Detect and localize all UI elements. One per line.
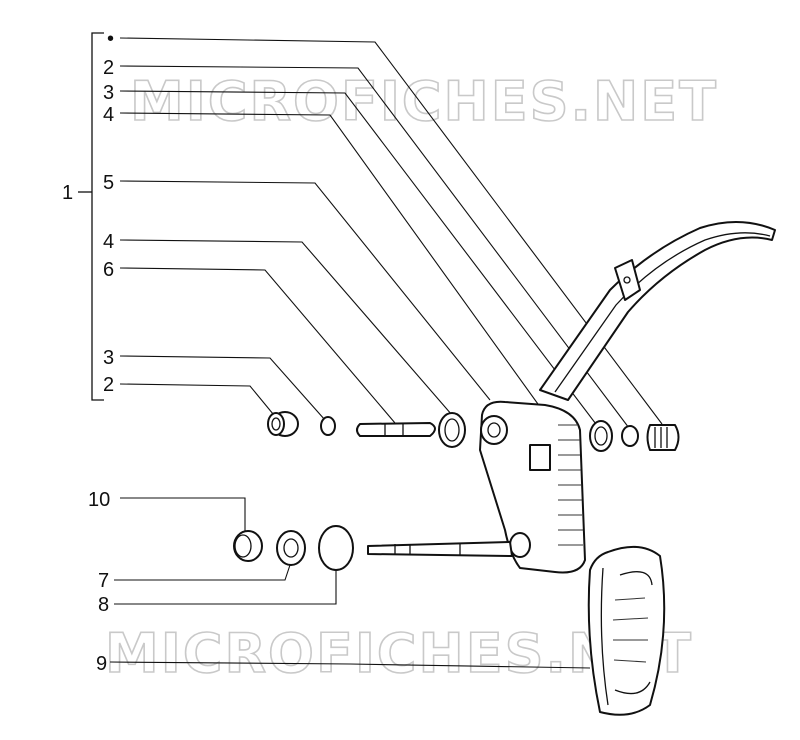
callout-2-low: 2 bbox=[103, 374, 114, 396]
part-axle bbox=[367, 541, 513, 557]
leader-10 bbox=[120, 497, 246, 540]
callout-3-low: 3 bbox=[103, 347, 114, 369]
part-brake-drum bbox=[587, 545, 666, 716]
leader-bullet bbox=[119, 37, 663, 425]
leader-2-top bbox=[119, 65, 633, 433]
callout-4-top: 4 bbox=[103, 104, 114, 126]
group-bracket bbox=[78, 32, 104, 401]
callout-4-mid: 4 bbox=[103, 231, 114, 253]
part-needle-bearing bbox=[646, 424, 680, 451]
swing-arm bbox=[479, 220, 776, 574]
leader-3-low bbox=[119, 355, 326, 421]
callout-8: 8 bbox=[98, 594, 109, 616]
callout-6: 6 bbox=[103, 259, 114, 281]
bracket-line bbox=[91, 32, 104, 401]
leader-4-top bbox=[119, 112, 549, 419]
callout-9: 9 bbox=[96, 653, 107, 675]
callout-3-top: 3 bbox=[103, 82, 114, 104]
watermark-top: MICROFICHES.NET bbox=[130, 70, 718, 133]
leader-5 bbox=[119, 180, 491, 401]
part-bushing-left bbox=[267, 411, 299, 437]
part-pin bbox=[356, 422, 436, 437]
callout-1: 1 bbox=[62, 182, 73, 204]
part-washer-mid bbox=[438, 412, 466, 448]
leader-7 bbox=[114, 564, 291, 581]
leader-4-mid bbox=[119, 239, 453, 416]
callout-bullet: • bbox=[107, 28, 114, 50]
leader-6 bbox=[119, 267, 396, 424]
part-seal bbox=[233, 530, 263, 562]
part-cover-8 bbox=[318, 525, 354, 571]
leader-9 bbox=[109, 661, 591, 669]
leader-lines bbox=[109, 37, 663, 669]
leader-3-top bbox=[119, 90, 603, 433]
callout-7: 7 bbox=[98, 570, 109, 592]
leader-8 bbox=[114, 570, 337, 605]
part-ring-left bbox=[320, 416, 336, 436]
callout-2-top: 2 bbox=[103, 57, 114, 79]
callout-10: 10 bbox=[88, 489, 110, 511]
part-washer-7 bbox=[276, 530, 306, 566]
callout-5: 5 bbox=[103, 172, 114, 194]
part-washer-right bbox=[589, 420, 613, 452]
leader-2-low bbox=[119, 383, 279, 421]
part-ring-right bbox=[621, 425, 639, 447]
